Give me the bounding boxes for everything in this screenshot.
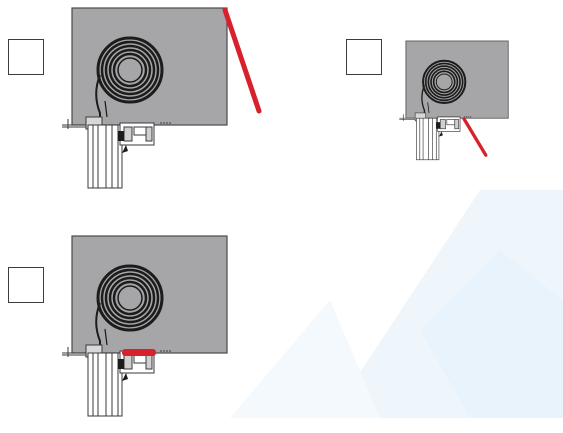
roller-shutter-box-icon	[398, 39, 510, 161]
variant-2-checkbox[interactable]	[346, 39, 382, 75]
variant-1-diagram	[60, 5, 310, 205]
roller-shutter-box-icon	[60, 6, 262, 190]
variant-3-diagram	[60, 233, 310, 433]
highlight-bar	[122, 349, 156, 356]
variant-3-checkbox[interactable]	[8, 267, 44, 303]
watermark-logo	[230, 190, 563, 418]
roller-shutter-box-icon	[60, 234, 229, 418]
highlight-line	[222, 7, 262, 114]
variant-1-checkbox[interactable]	[8, 39, 44, 75]
highlight-line	[462, 117, 488, 157]
variant-2-diagram	[398, 5, 563, 205]
